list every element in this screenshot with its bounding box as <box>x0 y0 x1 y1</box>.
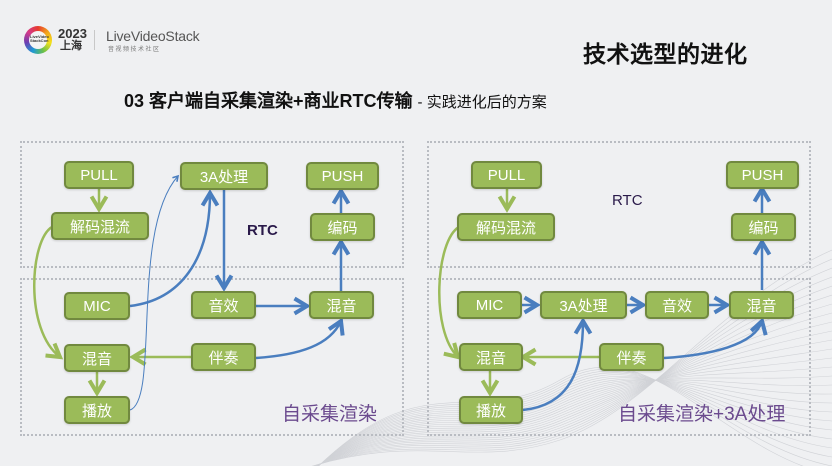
left-node-3a-processing: 3A处理 <box>180 162 268 190</box>
right-node-decode-mix: 解码混流 <box>457 213 555 241</box>
conference-logo-text: LiveVideo StackCon <box>30 34 49 43</box>
right-node-pull: PULL <box>471 161 542 189</box>
right-client-region <box>427 278 811 436</box>
right-node-mix-local: 混音 <box>459 343 523 371</box>
left-node-effect: 音效 <box>191 291 256 319</box>
right-node-play: 播放 <box>459 396 523 424</box>
left-client-region <box>20 278 404 436</box>
right-node-push: PUSH <box>726 161 799 189</box>
left-node-accompany: 伴奏 <box>191 343 256 371</box>
brand-tagline: 音视频技术社区 <box>108 47 161 53</box>
right-node-mix-out: 混音 <box>729 291 794 319</box>
right-rtc-region <box>427 141 811 268</box>
left-rtc-label: RTC <box>247 222 278 239</box>
background-wave-line <box>316 339 832 466</box>
conference-logo-inner <box>29 31 47 49</box>
right-diagram-caption: 自采集渲染+3A处理 <box>618 404 786 425</box>
left-node-play: 播放 <box>64 396 130 424</box>
slide-subtitle: 03 客户端自采集渲染+商业RTC传输 - 实践进化后的方案 <box>124 87 547 113</box>
right-rtc-label: RTC <box>612 192 643 209</box>
conference-year: 2023 <box>58 26 87 41</box>
page-title: 技术选型的进化 <box>583 41 748 67</box>
right-node-mic: MIC <box>457 291 522 319</box>
left-diagram-caption: 自采集渲染 <box>282 404 378 425</box>
left-node-pull: PULL <box>64 161 134 189</box>
right-node-3a-processing: 3A处理 <box>540 291 627 319</box>
logo-divider <box>94 30 95 50</box>
left-node-decode-mix: 解码混流 <box>51 212 149 240</box>
subtitle-secondary: - 实践进化后的方案 <box>417 94 547 111</box>
background-wave-line <box>316 357 832 466</box>
left-node-mix-local: 混音 <box>64 344 130 372</box>
left-node-push: PUSH <box>306 162 379 190</box>
right-node-encode: 编码 <box>731 213 796 241</box>
left-node-mic: MIC <box>64 292 130 320</box>
left-node-mix-out: 混音 <box>309 291 374 319</box>
left-node-encode: 编码 <box>310 213 375 241</box>
conference-city: 上海 <box>60 40 82 52</box>
left-rtc-region <box>20 141 404 268</box>
subtitle-main: 03 客户端自采集渲染+商业RTC传输 <box>124 91 413 111</box>
brand-name: LiveVideoStack <box>106 28 200 44</box>
right-node-effect: 音效 <box>645 291 709 319</box>
right-node-accompany: 伴奏 <box>599 343 664 371</box>
